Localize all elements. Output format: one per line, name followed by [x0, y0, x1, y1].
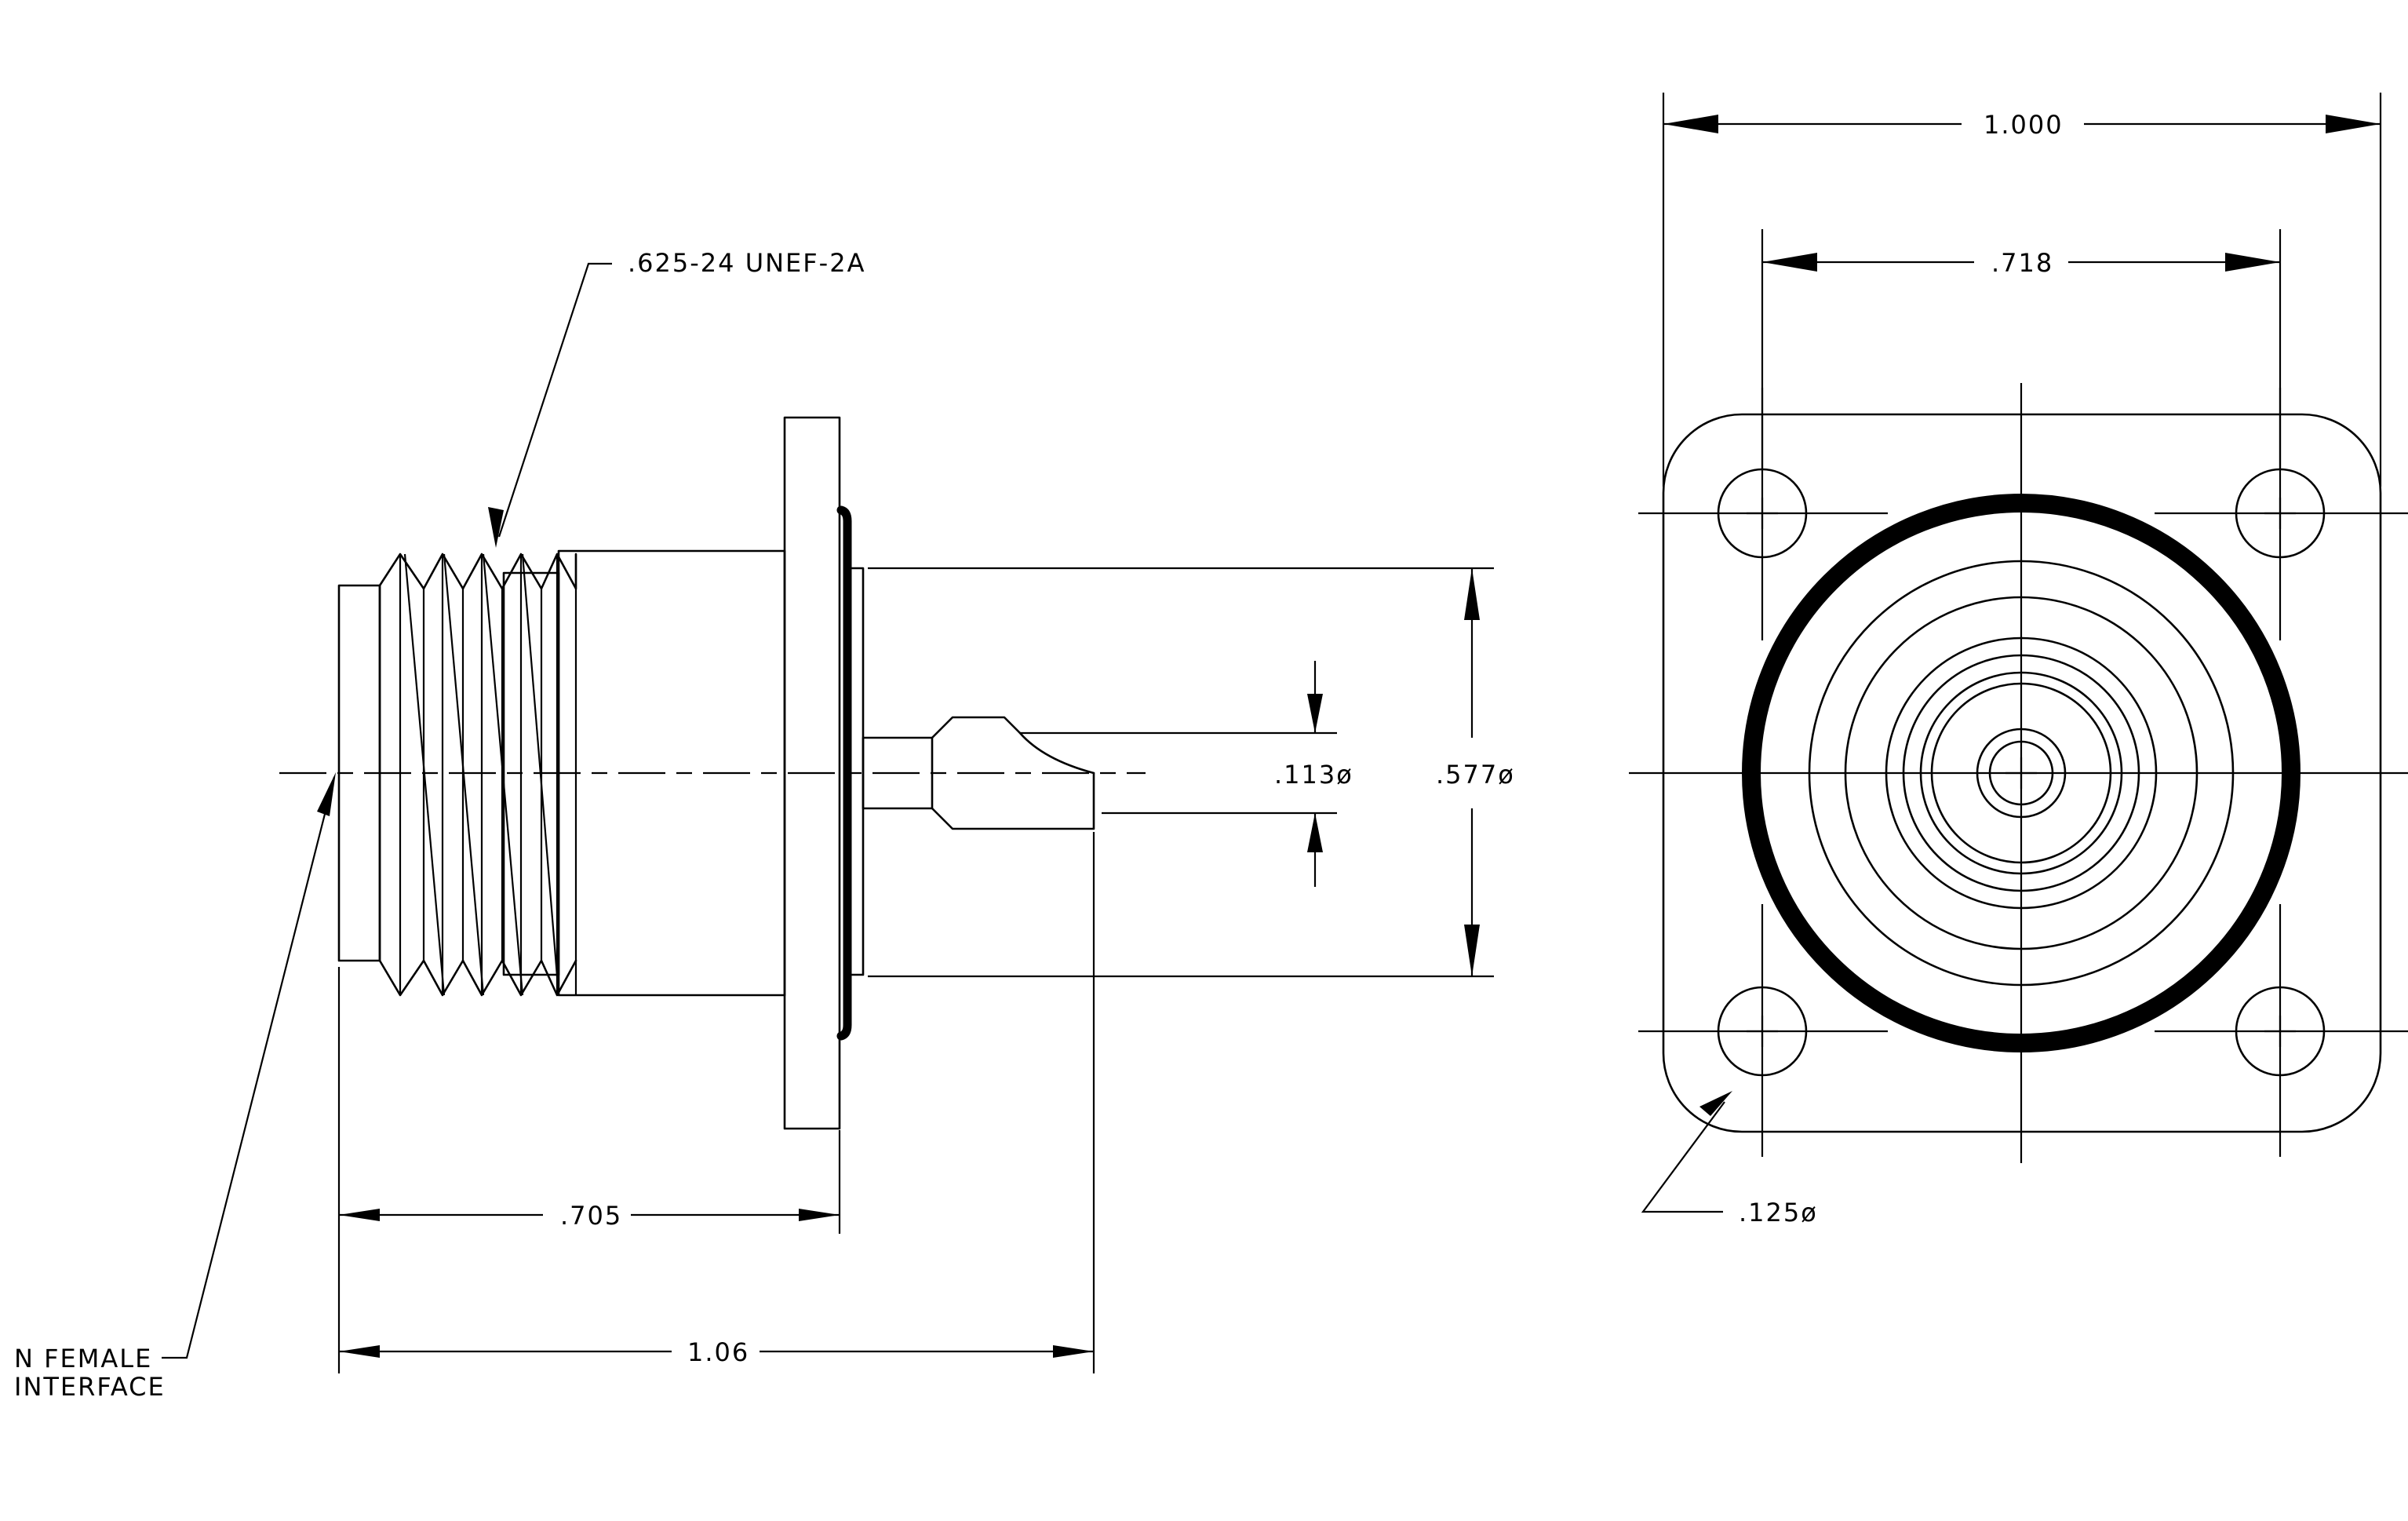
- contact-pin: [862, 716, 1095, 830]
- center-contact: [1976, 728, 2067, 819]
- dim-pin-diameter: .113ø: [1274, 760, 1353, 790]
- dim-flange-width: 1.000: [1984, 110, 2064, 140]
- dim-overall-length: 1.06: [687, 1337, 749, 1367]
- front-view: [1629, 383, 2408, 1163]
- front-dimensions: 1.000 .718 .125ø: [1641, 93, 2382, 1227]
- dim-hole-diameter: .125ø: [1739, 1198, 1818, 1227]
- interface-label-line2: INTERFACE: [14, 1372, 166, 1402]
- side-view: [279, 416, 1146, 1130]
- flange: [783, 416, 841, 1130]
- side-dimensions: .577ø .113ø .705 1.06 .625-24 UNEF-2A N …: [14, 248, 1517, 1402]
- gasket-ring: [1742, 494, 2301, 1052]
- dim-flange-length: .705: [560, 1201, 622, 1231]
- gasket: [836, 505, 852, 1041]
- interface-label-line1: N FEMALE: [14, 1344, 152, 1373]
- dim-body-diameter: .577ø: [1436, 760, 1515, 790]
- front-flange: [1662, 413, 2382, 1133]
- thread-spec-label: .625-24 UNEF-2A: [628, 248, 865, 278]
- dim-hole-spacing: .718: [1991, 248, 2053, 278]
